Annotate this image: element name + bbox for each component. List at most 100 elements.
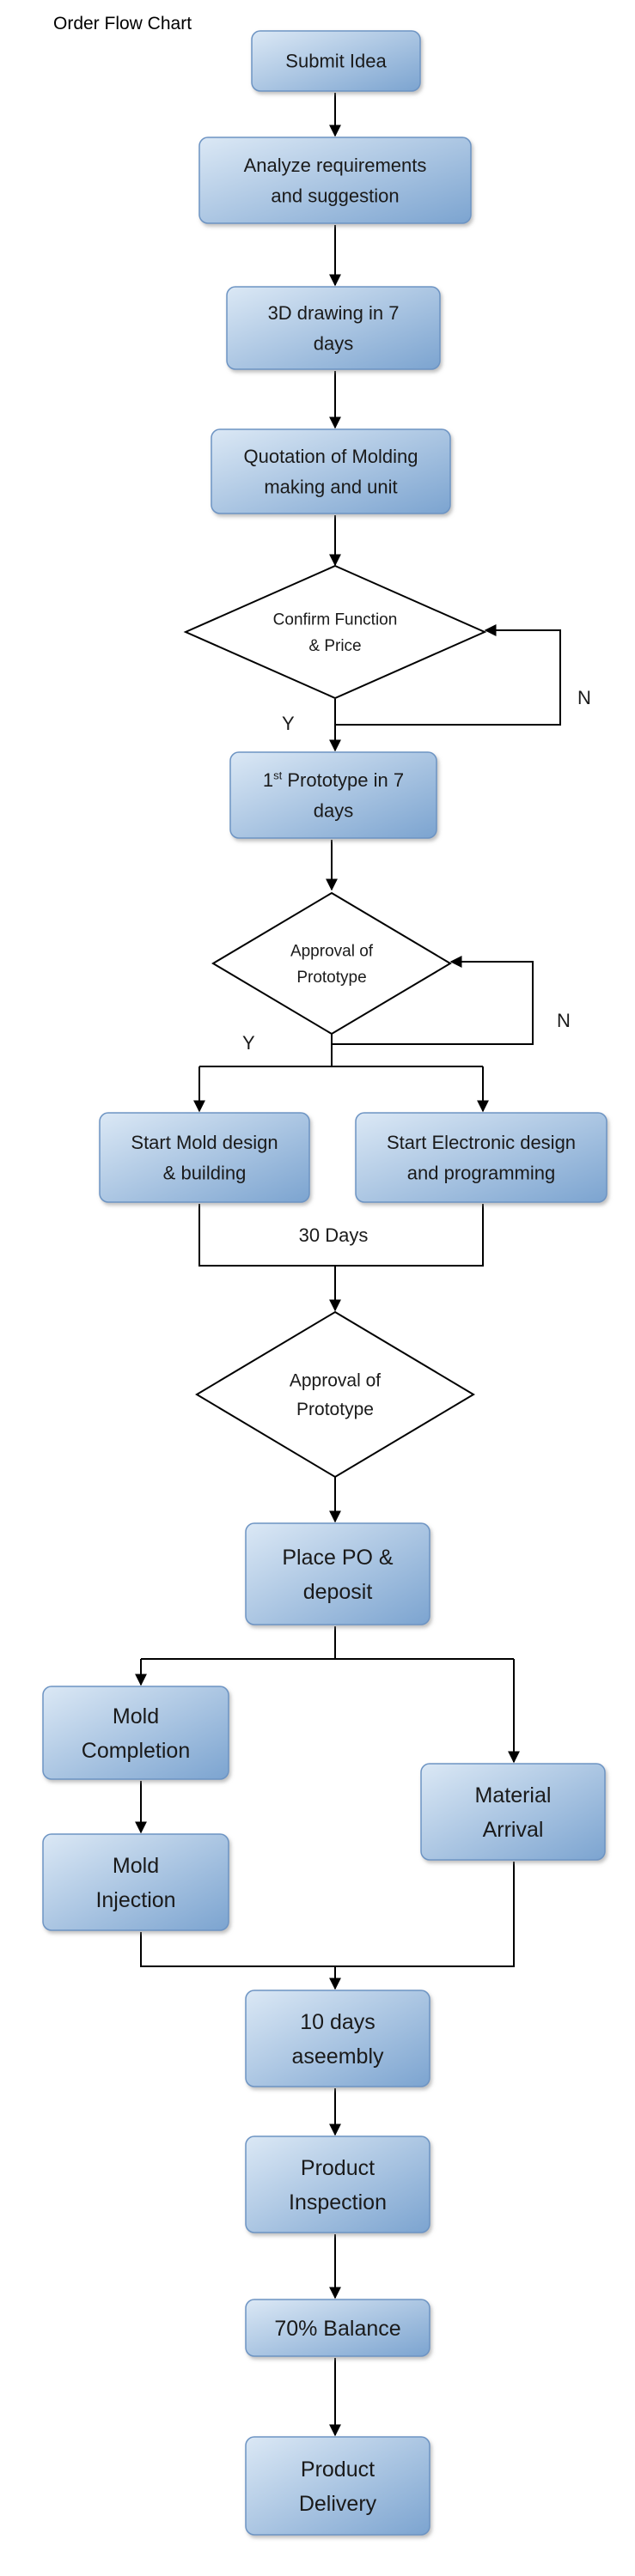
node-label-line: 3D drawing in 7 [268,302,400,324]
process-box [211,428,451,514]
label-approval-no: N [557,1010,571,1031]
node-mold-design: Start Mold design & building [99,1112,310,1203]
node-label-line: Quotation of Molding [243,446,418,467]
node-label-line: Product [301,2156,375,2180]
node-label: Start Mold design & building [131,1132,278,1183]
node-label-line: Arrival [483,1818,544,1842]
process-box [245,2136,430,2233]
node-label-line: Confirm Function [273,611,398,629]
node-label-line: Prototype in 7 [282,769,404,791]
node-label-line: st [273,769,283,781]
process-box [245,1522,430,1625]
node-place-po: Place PO & deposit [245,1522,430,1625]
node-label-line: aseembly [292,2044,384,2069]
node-balance: 70% Balance [245,2299,430,2357]
node-label-line: 70% Balance [274,2317,400,2341]
node-approval-1: Approval of Prototype [211,891,452,1036]
node-approval-2: Approval of Prototype [195,1310,475,1479]
label-confirm-no: N [577,687,591,708]
node-label-line: days [314,799,353,821]
process-box [42,1833,229,1931]
edge-labels: Y N Y N 30 Days [242,687,591,1246]
node-label-line: Start Electronic design [387,1132,576,1153]
node-label-line: Product [301,2458,375,2482]
node-label-line: Start Mold design [131,1132,278,1153]
label-approval-yes: Y [242,1032,255,1054]
node-label-line: & Price [308,637,361,655]
decision-diamond [195,1310,475,1479]
node-label: 70% Balance [274,2317,400,2341]
line-merge-material [335,1862,515,1967]
node-label-line: Approval of [290,942,374,960]
node-label-line: Mold [113,1854,159,1878]
process-box [99,1112,310,1203]
node-label: Approval of Prototype [290,1371,381,1420]
label-duration: 30 Days [299,1224,369,1246]
process-box [245,2436,430,2536]
node-prototype-1: 1st Prototype in 7 days [229,751,437,839]
decision-diamond [183,564,487,700]
node-label-line: Place PO & [282,1546,394,1570]
process-box [198,137,472,224]
node-label-line: days [314,332,353,354]
node-quotation: Quotation of Molding making and unit [211,428,451,514]
process-box [229,751,437,839]
process-box [42,1686,229,1780]
node-label: Approval of Prototype [290,942,374,986]
decision-diamond [211,891,452,1036]
chart-title: Order Flow Chart [53,14,192,33]
process-box [355,1112,608,1203]
loop-confirm-no [335,624,561,726]
process-box [245,2299,430,2357]
process-box [251,30,421,92]
node-label-line: and suggestion [271,185,399,206]
node-label-line: making and unit [264,476,397,497]
node-label-line: Completion [82,1739,190,1763]
node-label: Place PO & deposit [282,1546,394,1604]
node-label-line: and programming [407,1162,555,1183]
node-label-line: Material [475,1783,552,1807]
node-label: Start Electronic design and programming [387,1132,576,1183]
process-box [420,1763,606,1861]
node-label-line: Mold [113,1704,159,1728]
node-label-line: deposit [303,1580,373,1604]
loop-approval-no [332,956,534,1045]
node-drawing-3d: 3D drawing in 7 days [226,286,441,370]
node-label-line: Inspection [289,2190,387,2215]
node-label: 1st Prototype in 7 days [263,769,404,821]
node-assembly: 10 days aseembly [245,1990,430,2087]
connectors [135,93,561,2437]
node-label-line: 1 [263,769,273,791]
node-label: Submit Idea [285,51,387,72]
node-label-line: Delivery [299,2492,377,2516]
line-merge-injection [140,1932,335,1967]
node-label: 3D drawing in 7 days [268,302,400,354]
node-label: Confirm Function & Price [273,611,398,654]
node-label-line: Prototype [296,1400,374,1419]
node-label: 10 days aseembly [292,2010,384,2069]
node-label-line: Injection [95,1888,175,1912]
node-label-line: Prototype [296,969,366,987]
node-label-line: 10 days [300,2010,376,2034]
node-label-line: Submit Idea [285,51,387,72]
node-label-line: & building [163,1162,247,1183]
node-confirm: Confirm Function & Price [183,564,487,700]
node-label-line: Approval of [290,1371,381,1391]
node-submit-idea: Submit Idea [251,30,421,92]
process-box [226,286,441,370]
label-confirm-yes: Y [282,713,295,734]
